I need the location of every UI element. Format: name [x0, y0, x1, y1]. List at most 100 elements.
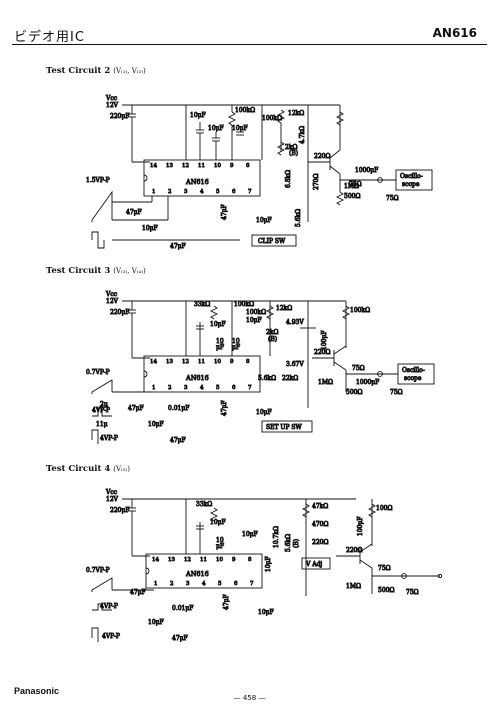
c2-pin-label: 13: [166, 163, 173, 169]
c3-pin-label: 12: [182, 359, 189, 365]
c2-ic-label: AN616: [185, 178, 209, 186]
c4-r33k-label: 33kΩ: [196, 501, 212, 508]
c3-ic-label: AN616: [185, 374, 209, 382]
c4-ic-label: AN616: [185, 570, 209, 578]
c2-vcc-voltage: 12V: [106, 102, 119, 109]
c4-cin3-label: 10μF: [148, 619, 164, 626]
c3-cpin5-label: 47μF: [221, 400, 228, 416]
c2-cpin5-label: 47μF: [221, 204, 228, 220]
c2-pulse-waveform: [91, 231, 105, 249]
c2-input-ramp-label: 1.5VP-P: [86, 177, 110, 184]
c3-cin3-label: 10μF: [148, 421, 164, 428]
c3-pin-label: 4: [200, 385, 204, 391]
c2-r2k-tag: (B): [289, 150, 298, 157]
c4-c100u-label: 100μF: [357, 516, 364, 536]
c4-pin-label: 6: [234, 581, 238, 587]
c3-cap4-value: 10: [232, 338, 240, 345]
c4-pin-label: 13: [168, 557, 175, 563]
c4-pin-label: 8: [248, 557, 252, 563]
c2-cin1-label: 47μF: [126, 209, 142, 216]
c4-cpin5-label: 47μF: [223, 594, 230, 610]
c2-pin-label: 2: [168, 189, 172, 195]
c3-cap3-value: 10: [216, 338, 224, 345]
c3-pins-top: 14 13 12 11 10 9 8: [150, 359, 251, 366]
c3-vcc-label: Vcc: [105, 291, 118, 298]
c2-pin-label: 11: [198, 163, 205, 169]
c2-cap1-label: 10μF: [190, 112, 206, 119]
c4-supply-cap-label: 220μF: [110, 507, 130, 514]
c3-r75a-label: 75Ω: [352, 365, 365, 372]
c3-c100u-label: 100μF: [321, 330, 328, 350]
c4-r220b-label: 220Ω: [346, 547, 362, 554]
c3-vcc-voltage: 12V: [106, 298, 119, 305]
c4-cin1-label: 47μF: [130, 589, 146, 596]
c4-pin-label: 10: [216, 557, 223, 563]
c2-r100k-b-label: 100kΩ: [262, 115, 282, 122]
c2-pin-label: 7: [248, 189, 252, 195]
c3-r2k-tag: (B): [268, 336, 277, 343]
footer-brand: Panasonic: [14, 686, 60, 696]
c4-pulse2-waveform: [91, 627, 99, 642]
c2-r5k6-label: 5.6kΩ: [295, 209, 302, 227]
c3-pulse-period: 11μ: [96, 421, 108, 428]
c3-pin-label: 13: [166, 359, 173, 365]
c4-r5k6-label: 5.6kΩ: [285, 534, 292, 552]
c3-cout-label: 1000μF: [356, 379, 379, 386]
c3-cap3-unit: μF: [216, 344, 224, 351]
c3-r22k-label: 22kΩ: [282, 375, 298, 382]
c4-r75a-label: 75Ω: [378, 565, 391, 572]
c2-pin-label: 12: [182, 163, 189, 169]
c2-r500-label: 500Ω: [344, 193, 360, 200]
c2-pin-label: 10: [214, 163, 221, 169]
header-title: ビデオ用IC: [14, 30, 85, 45]
circuit3-title-text: Test Circuit 3: [46, 266, 111, 276]
c3-cin4-label: 47μF: [170, 437, 186, 444]
c2-ramp-waveform: [91, 190, 113, 222]
c3-ramp-waveform: [91, 379, 113, 394]
c2-cin2-label: 10μF: [142, 225, 158, 232]
c2-pin-label: 3: [184, 189, 188, 195]
c2-vcc-label: Vcc: [105, 95, 118, 102]
c3-oscilloscope-line1: Oscillo-: [402, 367, 425, 374]
c3-cpin7-label: 10μF: [256, 409, 272, 416]
c3-r12k-label: 12kΩ: [276, 305, 292, 312]
circuit2-subtitle: (V₍₁₎, V₍₂₎): [113, 67, 146, 75]
c3-r2k-label: 2kΩ: [266, 329, 278, 336]
c4-r75b-label: 75Ω: [406, 589, 419, 596]
c3-r500-label: 500Ω: [346, 389, 362, 396]
c3-cap4-unit: μF: [232, 344, 240, 351]
c4-r470-label: 470Ω: [312, 521, 328, 528]
c3-setup-switch: [261, 420, 313, 433]
c2-oscilloscope-line2: scope: [402, 181, 420, 188]
c4-cap3-value: 10: [216, 537, 224, 544]
c4-r5k6-tag: (B): [293, 539, 300, 548]
c3-cap1-label: 10μF: [210, 321, 226, 328]
c2-r100k-a-label: 100kΩ: [235, 107, 255, 114]
c4-pin-label: 3: [186, 581, 190, 587]
circuit4-title: Test Circuit 4 (V₍₅₎): [46, 464, 130, 474]
c4-pin-label: 14: [152, 557, 159, 563]
c3-pin-label: 5: [216, 385, 220, 391]
c3-r1m-label: 1MΩ: [318, 379, 333, 386]
c3-ic-body: [143, 355, 261, 393]
c3-r100k-a-label: 100kΩ: [234, 301, 254, 308]
circuit3-schematic: Vcc 12V 220μF AN616 14 13 12 11 10 9 8 1…: [86, 291, 435, 444]
circuit2-title: Test Circuit 2 (V₍₁₎, V₍₂₎): [46, 66, 146, 76]
c2-clip-switch: [251, 234, 297, 247]
c3-pulse-waveform: [92, 407, 112, 417]
c4-input-ramp-label: 0.7VP-P: [86, 567, 110, 574]
c4-vcc-label: Vcc: [105, 489, 118, 496]
c3-pulse2-waveform: [91, 429, 99, 444]
circuit4-schematic: Vcc 12V 220μF AN616 14 13 12 11 10 9 8 1…: [86, 489, 443, 642]
c3-r33k-label: 33kΩ: [194, 301, 210, 308]
header-rule: [12, 44, 487, 45]
c4-vcc-voltage: 12V: [106, 496, 119, 503]
c3-pin-label: 8: [246, 359, 250, 365]
c2-pin-label: 5: [216, 189, 220, 195]
c4-vadj-label: V Adj: [305, 561, 322, 568]
c4-cap3-unit: μF: [216, 543, 224, 550]
c2-r75a-label: 75Ω: [349, 181, 362, 188]
c2-r220-label: 220Ω: [314, 153, 330, 160]
circuit3-title: Test Circuit 3 (V₍₃₎, V₍₄₎): [46, 266, 146, 276]
c3-pin-label: 6: [232, 385, 236, 391]
